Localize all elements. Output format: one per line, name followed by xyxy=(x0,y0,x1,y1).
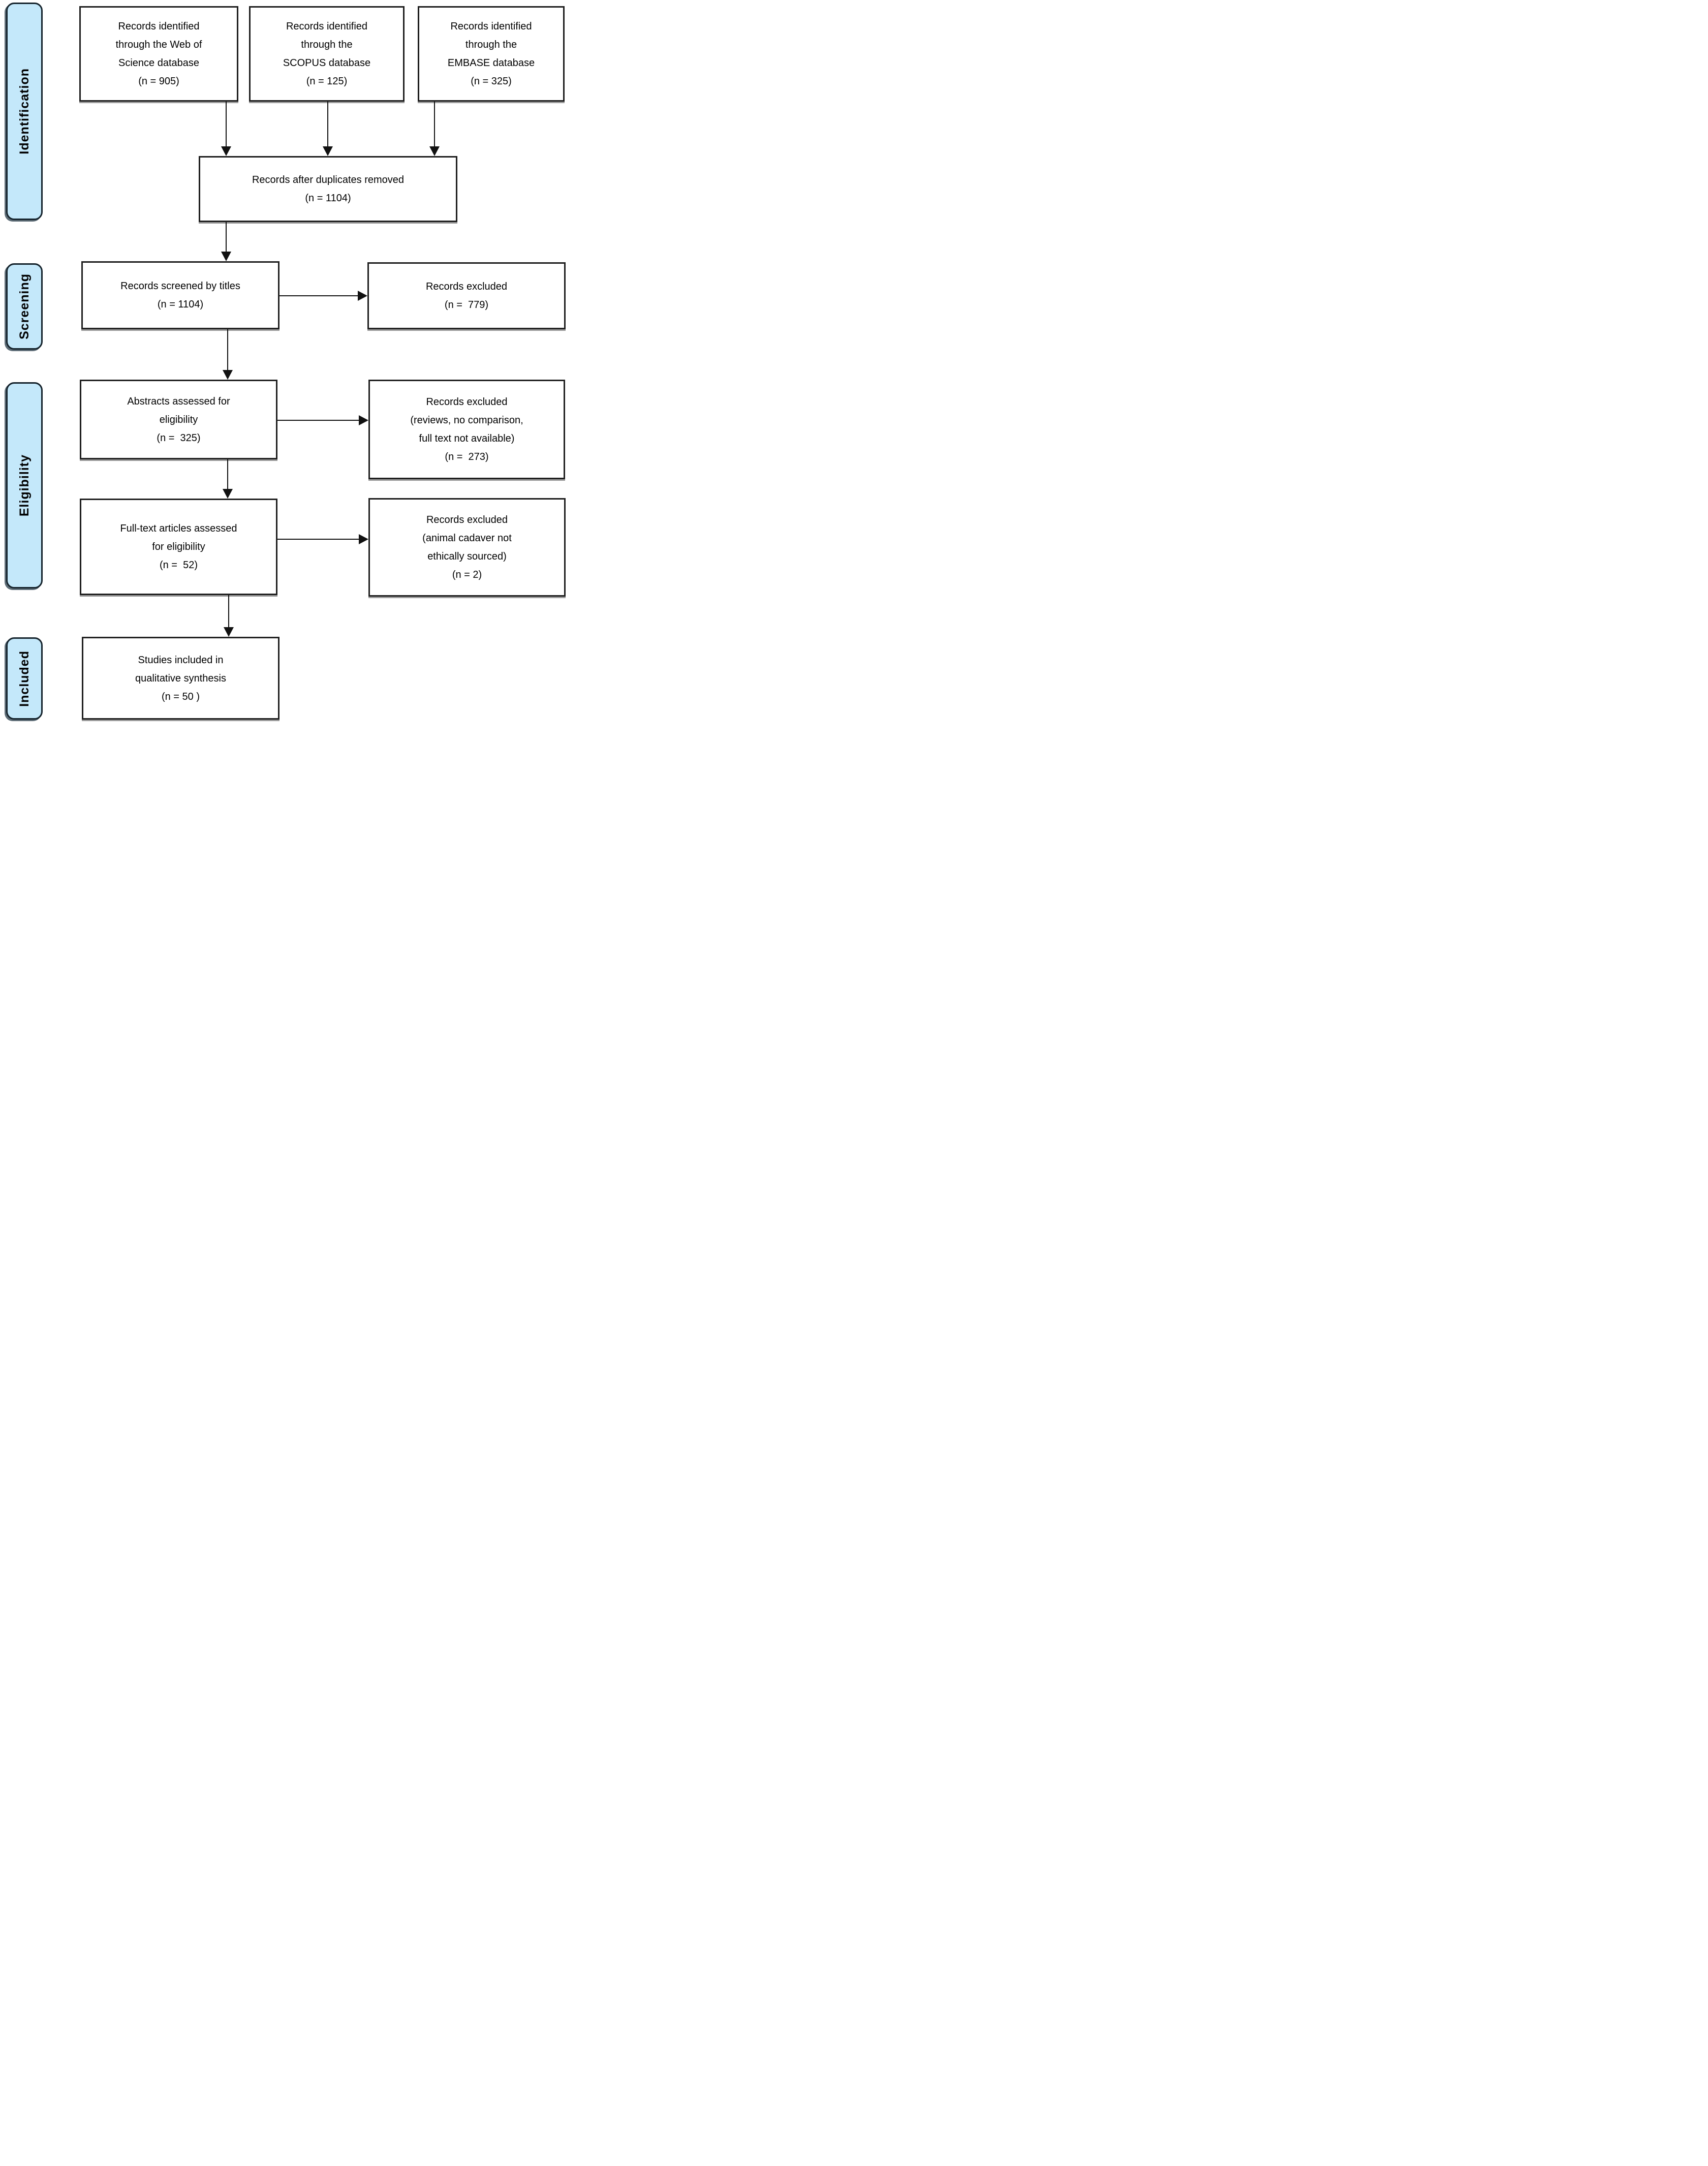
phase-label-included: Included xyxy=(6,637,43,720)
box-records-scopus: Records identified through the SCOPUS da… xyxy=(249,6,405,102)
arrow-abstracts-to-fulltext xyxy=(227,459,228,489)
box-records-excluded-titles-text: Records excluded (n = 779) xyxy=(425,281,508,311)
arrow-fulltext-to-included xyxy=(228,595,229,627)
box-records-embase-text: Records identified through the EMBASE da… xyxy=(447,21,535,87)
box-records-excluded-titles: Records excluded (n = 779) xyxy=(367,262,566,329)
prisma-flow-diagram: Identification Screening Eligibility Inc… xyxy=(0,0,570,722)
box-records-screened-text: Records screened by titles (n = 1104) xyxy=(120,281,240,310)
box-records-excluded-abstracts-text: Records excluded (reviews, no comparison… xyxy=(410,396,523,462)
box-records-embase: Records identified through the EMBASE da… xyxy=(418,6,565,102)
box-duplicates-removed: Records after duplicates removed (n = 11… xyxy=(199,156,457,222)
box-fulltext-assessed-text: Full-text articles assessed for eligibil… xyxy=(120,523,237,571)
box-studies-included-text: Studies included in qualitative synthesi… xyxy=(135,654,226,702)
box-records-web-of-science-text: Records identified through the Web of Sc… xyxy=(115,21,202,87)
arrow-duplicates-to-screened xyxy=(226,222,227,252)
arrow-scopus-to-duplicates xyxy=(327,102,328,146)
box-abstracts-assessed-text: Abstracts assessed for eligibility (n = … xyxy=(127,395,230,444)
box-records-excluded-abstracts: Records excluded (reviews, no comparison… xyxy=(368,380,565,479)
arrow-web-of-science-to-duplicates xyxy=(226,102,227,146)
arrow-abstracts-to-excluded xyxy=(277,420,359,421)
box-records-scopus-text: Records identified through the SCOPUS da… xyxy=(283,21,371,87)
phase-label-identification-text: Identification xyxy=(17,68,32,154)
phase-label-included-text: Included xyxy=(17,650,32,707)
box-records-screened: Records screened by titles (n = 1104) xyxy=(81,261,280,329)
box-fulltext-assessed: Full-text articles assessed for eligibil… xyxy=(80,499,277,595)
box-duplicates-removed-text: Records after duplicates removed (n = 11… xyxy=(252,174,405,204)
arrow-embase-to-duplicates xyxy=(434,102,435,146)
phase-label-eligibility-text: Eligibility xyxy=(17,454,32,517)
box-studies-included: Studies included in qualitative synthesi… xyxy=(82,637,280,720)
box-abstracts-assessed: Abstracts assessed for eligibility (n = … xyxy=(80,380,277,459)
phase-label-screening-text: Screening xyxy=(17,273,32,339)
phase-label-eligibility: Eligibility xyxy=(6,382,43,589)
phase-label-screening: Screening xyxy=(6,263,43,350)
phase-label-identification: Identification xyxy=(6,3,43,220)
arrow-screened-to-excluded xyxy=(280,295,358,296)
arrow-screened-to-abstracts xyxy=(227,329,228,370)
box-records-excluded-fulltext: Records excluded (animal cadaver not eth… xyxy=(368,498,566,597)
box-records-web-of-science: Records identified through the Web of Sc… xyxy=(79,6,238,102)
box-records-excluded-fulltext-text: Records excluded (animal cadaver not eth… xyxy=(422,514,512,580)
arrow-fulltext-to-excluded xyxy=(277,539,359,540)
